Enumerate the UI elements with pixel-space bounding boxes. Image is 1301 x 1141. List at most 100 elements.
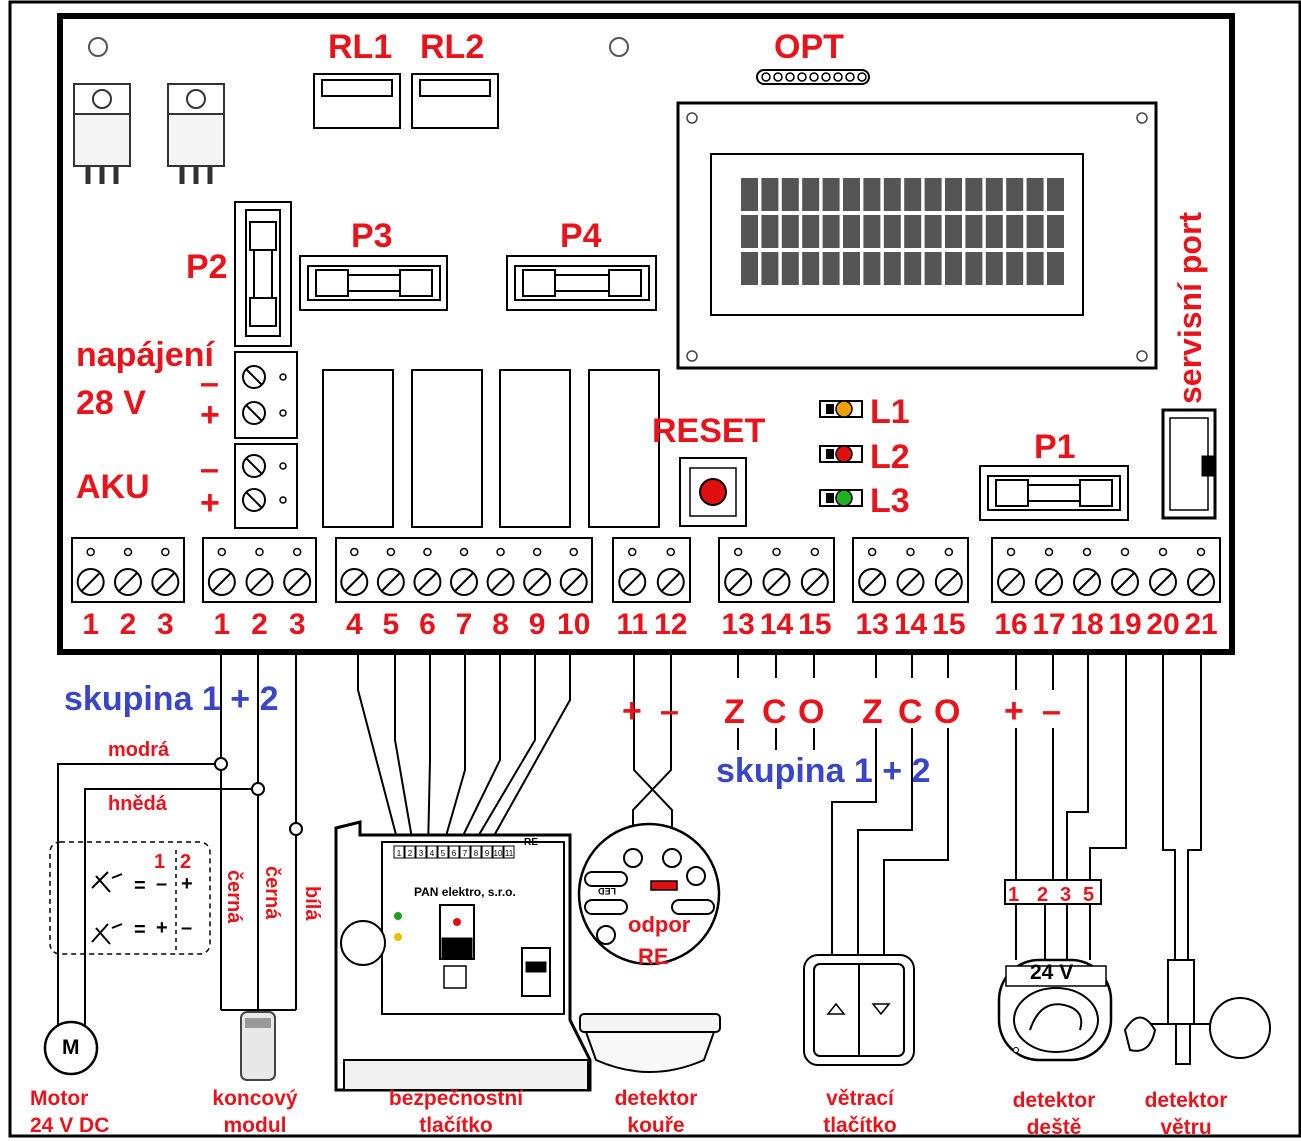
terminal-hole: [350, 547, 359, 557]
reset-button: [679, 457, 747, 527]
motor-table-r1-b: +: [181, 873, 193, 895]
terminal-number: 3: [156, 608, 174, 641]
terminal-hole: [733, 547, 743, 557]
terminal-hole: [906, 547, 915, 557]
terminal-number: 16: [994, 608, 1028, 641]
group-label-left: skupina 1 + 2: [64, 680, 279, 718]
lcd-cell: [985, 178, 1003, 211]
battery-minus-sign: –: [200, 450, 219, 488]
power-voltage-label: 28 V: [76, 384, 146, 422]
lcd-cell: [985, 215, 1003, 248]
opt-pin: [797, 72, 807, 82]
safety-terminal: [503, 845, 515, 859]
terminal-number: 3: [288, 608, 306, 641]
motor-icon: [43, 1020, 99, 1076]
wire-label-modra: modrá: [108, 739, 170, 761]
fuse-p2: [234, 201, 292, 347]
led-l2: [819, 445, 863, 463]
lcd-cell: [924, 178, 942, 211]
lcd-cell: [863, 178, 881, 211]
terminal-hole: [1196, 547, 1206, 557]
caption-wind-detector-line1: detektor: [1144, 1089, 1228, 1112]
safety-terminal-number: 3: [419, 849, 424, 858]
terminal-hole: [867, 547, 877, 557]
terminal-hole: [1120, 547, 1130, 557]
terminal-hole: [217, 547, 227, 557]
vent-button-device: [803, 954, 915, 1066]
mounting-hole: [88, 37, 108, 57]
terminal-number: 14: [893, 608, 928, 641]
led-label-l1: L1: [870, 393, 910, 431]
terminal-number: 2: [119, 608, 137, 641]
lcd-cell: [883, 178, 901, 211]
lcd-cell: [761, 252, 779, 285]
lcd-cell: [924, 252, 942, 285]
caption-end-module-line2: modul: [223, 1114, 287, 1137]
safety-terminal-number: 2: [408, 849, 413, 858]
motor-table-r2-eq: =: [134, 919, 146, 941]
smoke-detector-socket: [577, 822, 721, 966]
opt-pin: [761, 72, 771, 82]
terminal-hole: [459, 547, 469, 557]
lcd-cell: [741, 178, 758, 211]
opt-pin: [821, 72, 831, 82]
smoke-plus-label: +: [622, 692, 642, 730]
motor-table-col1: 1: [154, 851, 166, 873]
rain-wire-1: 1: [1008, 884, 1020, 906]
caption-motor-line2: 24 V DC: [30, 1114, 110, 1137]
terminal-block: [202, 537, 317, 603]
safety-terminal-number: 5: [441, 849, 446, 858]
wire-label-cerna-1: černá: [223, 870, 245, 924]
caption-smoke-detector: detektor kouře: [596, 1085, 716, 1139]
terminal-hole: [1006, 547, 1016, 557]
battery-label: AKU: [76, 468, 150, 506]
terminal-hole: [628, 547, 637, 557]
lcd-cell: [965, 215, 983, 248]
wire-connectors: [214, 757, 303, 836]
opt-pin: [857, 72, 867, 82]
vent-o-a: O: [798, 693, 825, 731]
transistor-1: [73, 83, 131, 184]
led-label-l3: L3: [870, 482, 910, 520]
service-port-label: servisní port: [1172, 211, 1208, 404]
terminal-number: 14: [759, 608, 794, 641]
terminal-number: 11: [616, 608, 649, 641]
vent-z-a: Z: [724, 693, 745, 731]
terminal-number: 1: [82, 608, 99, 641]
opt-connector: [756, 69, 870, 85]
lcd-cell: [741, 215, 758, 248]
safety-terminal-number: 8: [474, 849, 479, 858]
vent-c-a: C: [762, 693, 787, 731]
lcd-cell: [781, 178, 799, 211]
rain-wire-5: 5: [1083, 884, 1095, 906]
fuse-p4: [506, 255, 657, 311]
caption-rain-detector-line2: deště: [1026, 1116, 1082, 1139]
lcd-cell: [781, 252, 799, 285]
group-label-right: skupina 1 + 2: [716, 752, 931, 790]
caption-end-module-line1: koncový: [212, 1087, 298, 1110]
vent-o-b: O: [934, 693, 961, 731]
safety-terminal-number: 6: [452, 849, 457, 858]
smoke-detector: [579, 1013, 721, 1073]
motor-table-r1-eq: =: [134, 875, 146, 897]
terminal-number: 4: [345, 608, 363, 641]
motor-symbol: M: [62, 1036, 80, 1059]
wires: [57, 652, 1202, 1030]
outer-frame: [8, 0, 1301, 1138]
terminal-number: 10: [557, 608, 591, 641]
terminal-block: [335, 537, 593, 603]
safety-terminal-number: 10: [494, 849, 503, 858]
terminal-hole: [569, 547, 578, 557]
safety-terminal: [426, 845, 438, 859]
motor-table-col2: 2: [180, 851, 192, 873]
rain-wire-3: 3: [1060, 884, 1072, 906]
fuse-p3: [299, 255, 448, 311]
terminal-number: 9: [528, 608, 546, 641]
lcd-cell: [822, 178, 840, 211]
lcd-cell: [802, 215, 820, 248]
safety-terminal-number: 1: [397, 849, 402, 858]
terminal-number: 17: [1032, 608, 1066, 641]
reset-label: RESET: [652, 412, 766, 450]
relay-label-rl1: RL1: [328, 28, 393, 66]
